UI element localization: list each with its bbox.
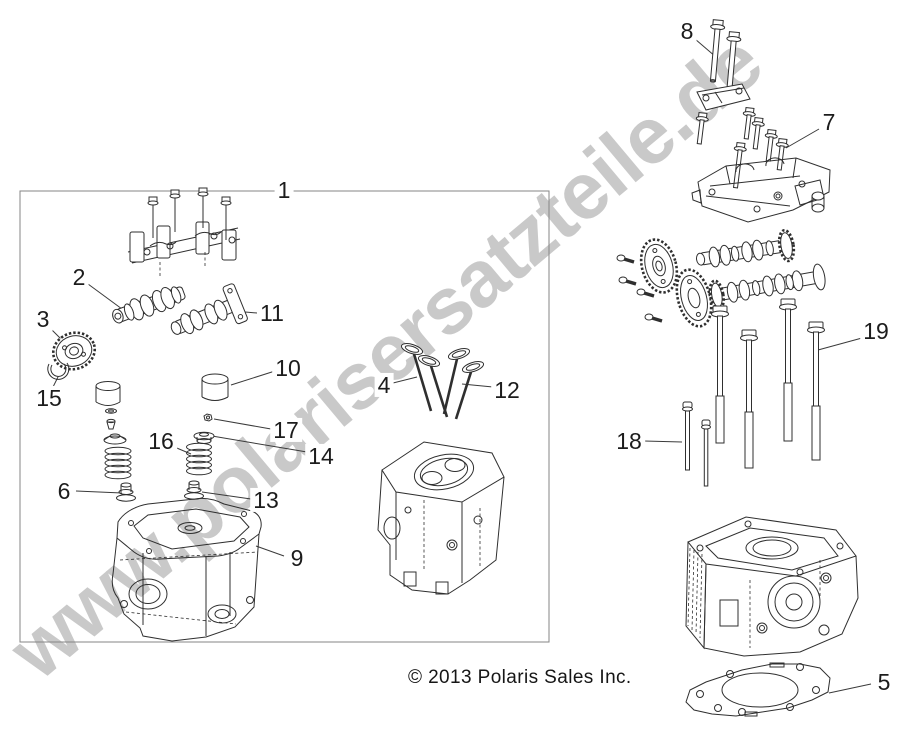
- camshaft-rear-drawing: [170, 283, 248, 335]
- callout-7: 7: [819, 110, 839, 134]
- mount-bracket-drawing: [696, 83, 751, 111]
- callout-16: 16: [145, 429, 177, 453]
- callout-2: 2: [69, 265, 89, 289]
- cylinder-head-drawing: [111, 497, 262, 642]
- spring-retainer-drawing: [193, 431, 215, 444]
- callout-18: 18: [613, 429, 645, 453]
- valve-seal-left-drawing: [116, 482, 136, 502]
- tappet-bucket-left-drawing: [95, 381, 121, 406]
- valve-spring-right-drawing: [186, 442, 212, 476]
- callout-8: 8: [677, 19, 697, 43]
- rocker-assembly-drawing: [127, 187, 241, 276]
- callout-12: 12: [491, 378, 523, 402]
- callout-10: 10: [272, 356, 304, 380]
- callout-13: 13: [250, 488, 282, 512]
- head-gasket-drawing: [685, 662, 831, 717]
- callout-4: 4: [374, 373, 394, 397]
- copyright-text: © 2013 Polaris Sales Inc.: [408, 667, 632, 688]
- callout-1: 1: [274, 178, 294, 202]
- tappet-bucket-right-drawing: [201, 373, 229, 401]
- callout-6: 6: [54, 479, 74, 503]
- retaining-ring-drawing: [47, 362, 70, 380]
- callout-17: 17: [270, 418, 302, 442]
- dowel-bolts-drawing: [682, 401, 711, 487]
- callout-19: 19: [860, 319, 892, 343]
- callout-5: 5: [874, 670, 894, 694]
- sprocket-bolts-drawing: [616, 254, 663, 323]
- carrier-bolts-drawing: [695, 106, 789, 189]
- cam-chain-sprocket-drawing: [639, 238, 713, 328]
- cylinder-block-drawing: [685, 516, 859, 657]
- callout-3: 3: [33, 307, 53, 331]
- valve-pair-right-drawing: [442, 348, 485, 420]
- callout-15: 15: [33, 386, 65, 410]
- valve-spring-left-drawing: [104, 446, 132, 480]
- callout-9: 9: [287, 546, 307, 570]
- shim-keeper-stack-drawing: [103, 408, 127, 445]
- adjuster-nut-drawing: [203, 413, 213, 422]
- cylinder-head-bolts-drawing: [711, 298, 825, 469]
- cam-carrier-drawing: [691, 157, 831, 223]
- callout-14: 14: [305, 444, 337, 468]
- camshaft-front-drawing: [112, 286, 186, 324]
- cylinder-head-iso-drawing: [377, 441, 505, 595]
- callout-11: 11: [257, 301, 287, 325]
- valve-seal-right-drawing: [184, 480, 204, 500]
- camshaft-pair-right-drawing: [696, 228, 826, 311]
- cam-sprocket-drawing: [51, 331, 97, 371]
